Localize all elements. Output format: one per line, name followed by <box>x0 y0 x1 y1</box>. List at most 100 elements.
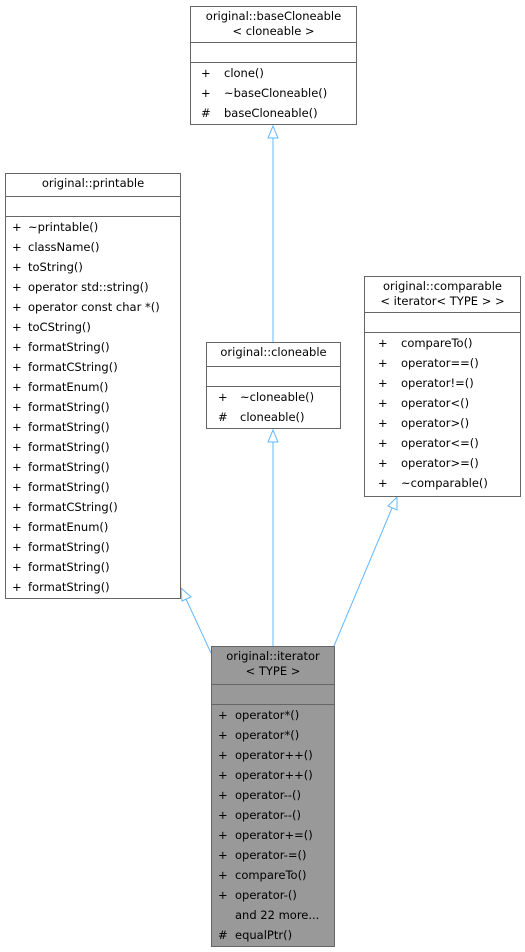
operation-name: formatCString() <box>28 360 118 374</box>
operation-row: +operator*() <box>212 725 334 745</box>
operation-name: formatString() <box>28 480 110 494</box>
operation-name: ~baseCloneable() <box>224 86 328 100</box>
attributes-section <box>207 367 340 387</box>
visibility-marker: + <box>12 240 22 254</box>
operation-row: +formatString() <box>6 397 180 417</box>
operations-section: +~printable() + className() + toString() +… <box>6 217 180 597</box>
operation-row: +operator std::string() <box>6 277 180 297</box>
operation-row: #baseCloneable() <box>191 103 356 123</box>
operation-name: operator*() <box>235 708 300 722</box>
operation-row: +clone() <box>191 63 356 83</box>
attributes-section <box>212 685 334 705</box>
attributes-section <box>6 197 180 217</box>
operation-name: formatString() <box>28 340 110 354</box>
operation-row: +operator==() <box>365 353 520 373</box>
operation-row: +operator++() <box>212 765 334 785</box>
operation-name: formatCString() <box>28 500 118 514</box>
operation-row: +operator-() <box>212 885 334 905</box>
operation-row: +formatString() <box>6 417 180 437</box>
visibility-marker: + <box>12 300 22 314</box>
operation-name: operator<() <box>401 396 470 410</box>
visibility-marker: + <box>12 220 22 234</box>
operation-row: +formatString() <box>6 337 180 357</box>
operation-row: +~comparable() <box>365 473 520 493</box>
arrowhead-comparable <box>387 495 398 511</box>
visibility-marker: + <box>12 280 22 294</box>
visibility-marker: + <box>12 480 22 494</box>
visibility-marker: + <box>378 416 388 430</box>
operation-name: formatString() <box>28 560 110 574</box>
operation-row: +formatEnum() <box>6 377 180 397</box>
operation-row: +operator--() <box>212 805 334 825</box>
class-name: original::iterator <box>226 649 320 663</box>
visibility-marker: + <box>218 748 228 762</box>
operation-row: +~printable() <box>6 217 180 237</box>
operation-name: compareTo() <box>401 336 473 350</box>
class-iterator[interactable]: original::iterator < TYPE > +operator*()… <box>211 646 335 947</box>
operation-name: ~cloneable() <box>240 390 315 404</box>
operation-row: + operator>() <box>365 413 520 433</box>
operation-name: compareTo() <box>235 868 307 882</box>
operation-row: #equalPtr() <box>212 925 334 945</box>
visibility-marker: + <box>12 520 22 534</box>
class-title: original::printable <box>6 174 180 197</box>
visibility-marker: + <box>218 728 228 742</box>
visibility-marker: + <box>201 66 211 80</box>
operation-row: +formatString() <box>6 537 180 557</box>
operation-row: + formatString() <box>6 577 180 597</box>
visibility-marker: + <box>12 360 22 374</box>
class-basecloneable[interactable]: original::baseCloneable < cloneable > +c… <box>190 6 357 125</box>
operation-row: +formatString() <box>6 437 180 457</box>
operations-section: +~cloneable() #cloneable() <box>207 387 340 427</box>
operation-name: cloneable() <box>240 410 305 424</box>
visibility-marker: # <box>218 928 228 942</box>
visibility-marker: + <box>12 260 22 274</box>
operation-name: operator>() <box>401 416 470 430</box>
visibility-marker: + <box>218 848 228 862</box>
operation-name: operator++() <box>235 768 313 782</box>
operation-name: operator-=() <box>235 848 307 862</box>
edge-iterator-to-printable <box>185 598 212 654</box>
operation-name: operator++() <box>235 748 313 762</box>
visibility-marker: + <box>12 320 22 334</box>
operation-name: operator<=() <box>401 436 479 450</box>
edge-iterator-to-comparable <box>333 507 393 647</box>
visibility-marker: + <box>12 460 22 474</box>
operation-name: operator==() <box>401 356 479 370</box>
visibility-marker: + <box>218 828 228 842</box>
operation-row: + className() <box>6 237 180 257</box>
operation-name: formatString() <box>28 580 110 594</box>
operation-name: className() <box>28 240 100 254</box>
operation-row: +operator>=() <box>365 453 520 473</box>
class-comparable[interactable]: original::comparable < iterator< TYPE > … <box>364 276 521 497</box>
visibility-marker: + <box>12 540 22 554</box>
operation-row: +operator!=() <box>365 373 520 393</box>
operation-row: + operator-=() <box>212 845 334 865</box>
visibility-marker: + <box>378 376 388 390</box>
attributes-section <box>191 43 356 63</box>
visibility-marker: + <box>378 476 388 490</box>
class-printable[interactable]: original::printable +~printable() +class… <box>5 173 181 599</box>
operation-row: +compareTo() <box>365 333 520 353</box>
class-name: original::printable <box>41 176 145 190</box>
class-cloneable[interactable]: original::cloneable +~cloneable() #clone… <box>206 342 341 429</box>
visibility-marker: + <box>201 86 211 100</box>
visibility-marker <box>212 905 235 925</box>
operation-name: operator const char *() <box>28 300 160 314</box>
visibility-marker: + <box>12 420 22 434</box>
operation-name: toCString() <box>28 320 91 334</box>
more-operations-row: and 22 more... <box>212 905 334 925</box>
operation-row: +~cloneable() <box>207 387 340 407</box>
operation-row: #cloneable() <box>207 407 340 427</box>
visibility-marker: + <box>378 396 388 410</box>
visibility-marker: + <box>12 380 22 394</box>
visibility-marker: + <box>12 440 22 454</box>
operation-name: operator--() <box>235 788 301 802</box>
visibility-marker: + <box>12 580 22 594</box>
visibility-marker: # <box>201 106 211 120</box>
operation-name: toString() <box>28 260 83 274</box>
operation-row: + operator+=() <box>212 825 334 845</box>
operation-name: operator+=() <box>235 828 313 842</box>
